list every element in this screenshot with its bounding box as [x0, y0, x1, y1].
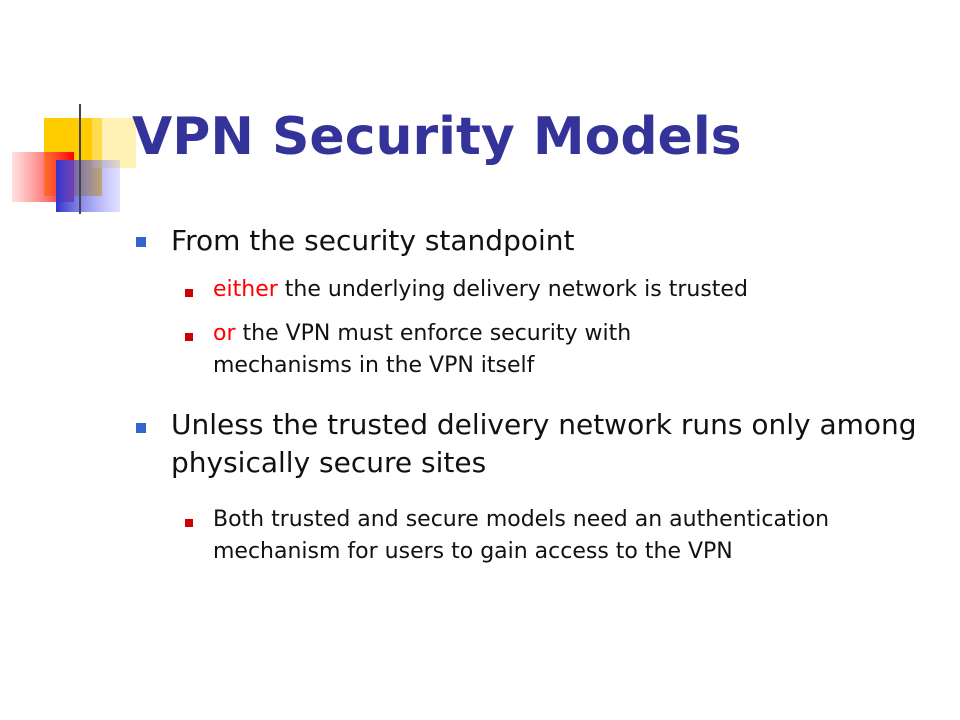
emphasis-word: either [213, 277, 278, 302]
emphasis-word: or [213, 321, 236, 346]
sub-bullet-rest: the VPN must enforce security with mecha… [213, 321, 632, 378]
sub-bullet-rest: Both trusted and secure models need an a… [213, 507, 830, 564]
bullet-square [136, 237, 146, 247]
sub-bullet-rest: the underlying delivery network is trust… [277, 277, 748, 302]
bullet-square [136, 423, 146, 433]
bullet-text: Unless the trusted delivery network runs… [171, 408, 917, 479]
sub-bullet-square [185, 333, 193, 341]
sub-bullet-text: or the VPN must enforce security with me… [213, 318, 773, 382]
bullet-text: From the security standpoint [171, 224, 575, 257]
sub-bullet-text: Both trusted and secure models need an a… [213, 504, 933, 568]
sub-bullet-square [185, 289, 193, 297]
slide-title: VPN Security Models [132, 107, 742, 167]
sub-bullet-square [185, 519, 193, 527]
sub-bullet-text: either the underlying delivery network i… [213, 274, 933, 306]
